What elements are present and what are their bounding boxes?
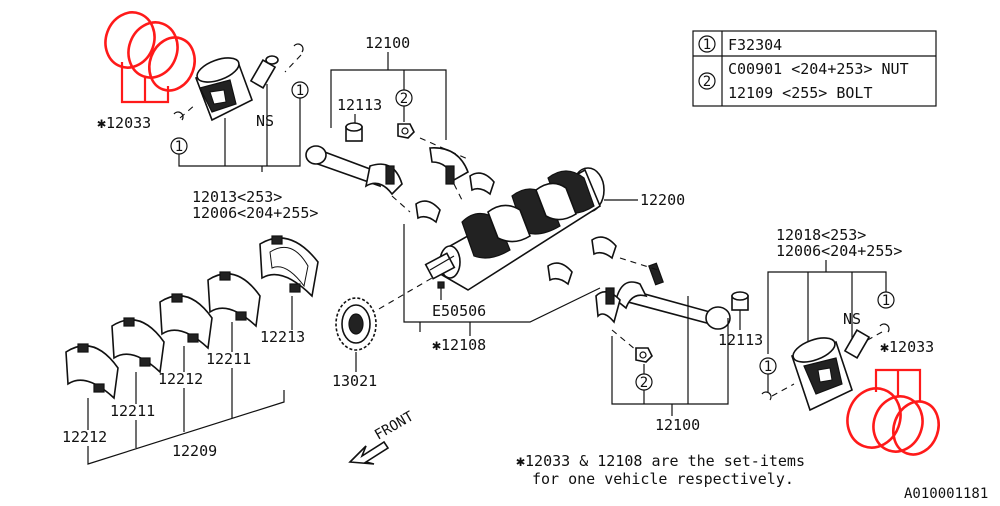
legend-row-1: F32304 <box>728 36 782 54</box>
rod-nut-top <box>397 123 415 139</box>
rod-bushing-top <box>345 122 363 142</box>
rod-bushing-bottom <box>731 291 749 311</box>
bearing-set-label: ✱12108 <box>432 336 486 354</box>
sprocket-label: 13021 <box>332 372 377 390</box>
callout-1-label: 1 <box>882 293 890 309</box>
main-bearing-12213 <box>259 235 319 298</box>
main-bearing-12212-a <box>65 343 119 400</box>
legend-row-2: C00901 <204+253> NUT <box>728 60 909 78</box>
piston-ring-set-left <box>104 11 196 104</box>
callout-2-icon <box>698 72 716 90</box>
bearing-12212-b-label: 12212 <box>158 370 203 388</box>
woodruff-key <box>437 281 445 289</box>
callout-1-label: 1 <box>764 359 772 375</box>
ring-set-right-label: ✱12033 <box>880 338 934 356</box>
legend-table: 1 2 F32304 C00901 <204+253> NUT 12109 <2… <box>692 30 937 107</box>
main-bearing-12211-b <box>207 271 261 328</box>
callout-1-icon <box>877 291 895 309</box>
ring-set-left-label: ✱12033 <box>97 114 151 132</box>
piston-pin-left <box>249 55 279 89</box>
callout-2-label: 2 <box>400 91 408 107</box>
legend-symbol-2: 2 <box>703 74 711 90</box>
timing-sprocket <box>335 297 377 351</box>
note-line-2: for one vehicle respectively. <box>532 470 794 488</box>
piston-right <box>790 337 853 412</box>
legend-row-3: 12109 <255> BOLT <box>728 84 873 102</box>
rod-bottom-label: 12100 <box>655 416 700 434</box>
crankshaft <box>424 167 605 291</box>
piston-right-label-b: 12006<204+255> <box>776 242 902 260</box>
bearing-cap-top <box>429 147 469 185</box>
snap-ring-left <box>173 43 304 121</box>
main-bearing-12211-a <box>111 317 165 374</box>
main-bearings-crank <box>415 172 617 286</box>
piston-left <box>194 57 253 122</box>
callout-1-label: 1 <box>296 83 304 99</box>
snap-ring-right <box>761 323 890 401</box>
bearing-12209-label: 12209 <box>172 442 217 460</box>
callout-1-label: 1 <box>175 139 183 155</box>
legend-symbol-1: 1 <box>703 37 711 53</box>
piston-ring-set-right <box>846 368 940 456</box>
piston-left-label-b: 12006<204+255> <box>192 204 318 222</box>
rod-bushing-top-label: 12113 <box>337 96 382 114</box>
rod-bushing-bottom-label: 12113 <box>718 331 763 349</box>
bearing-cap-bottom <box>595 287 621 324</box>
callout-1-icon <box>698 35 716 53</box>
bearing-12211-b-label: 12211 <box>206 350 251 368</box>
figure-id: A010001181 <box>904 486 988 501</box>
piston-pin-right <box>843 329 871 359</box>
bearing-12213-label: 12213 <box>260 328 305 346</box>
rod-top-label: 12100 <box>365 34 410 52</box>
bearing-12211-a-label: 12211 <box>110 402 155 420</box>
rod-nut-bottom <box>635 347 653 363</box>
ns-right-label: NS <box>843 310 861 328</box>
key-label: E50506 <box>432 302 486 320</box>
piston-left-label-a: 12013<253> <box>192 188 282 206</box>
main-bearing-12212-b <box>159 293 213 350</box>
callout-2-label: 2 <box>640 375 648 391</box>
piston-right-label-a: 12018<253> <box>776 226 866 244</box>
front-arrow-icon <box>348 440 390 465</box>
crankshaft-label: 12200 <box>640 191 685 209</box>
bearing-12212-a-label: 12212 <box>62 428 107 446</box>
connecting-rod-bottom <box>615 262 731 330</box>
connecting-rod-top <box>305 145 403 196</box>
ns-left-label: NS <box>256 112 274 130</box>
front-label: FRONT <box>372 408 417 443</box>
note-line-1: ✱12033 & 12108 are the set-items <box>516 452 805 470</box>
